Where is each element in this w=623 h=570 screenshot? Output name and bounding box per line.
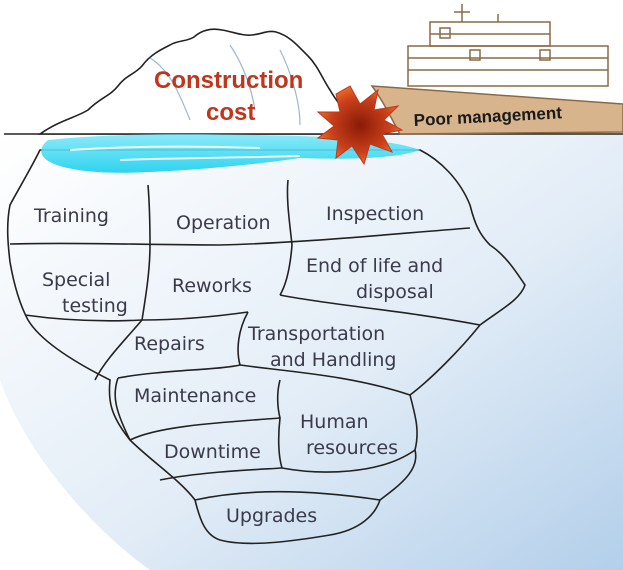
- cell-divider-6: [94, 319, 143, 381]
- ship: Poor management: [370, 4, 623, 135]
- surface-glow-highlight: [69, 145, 301, 161]
- label-downtime: Downtime: [164, 441, 261, 463]
- cell-divider-10: [129, 417, 283, 469]
- label-transportation-1: Transportation: [247, 323, 385, 345]
- cell-divider-1: [9, 227, 471, 246]
- label-end-of-life-1: End of life and: [306, 255, 443, 277]
- tip-title-line2: cost: [206, 99, 255, 126]
- label-human-resources-2: resources: [306, 437, 398, 459]
- tip-title-line1: Construction: [154, 67, 303, 94]
- label-end-of-life-2: disposal: [356, 281, 434, 303]
- iceberg-body-outline: [6, 149, 526, 545]
- label-repairs: Repairs: [134, 333, 205, 355]
- cell-divider-12: [281, 449, 416, 473]
- iceberg-tip-shading: [149, 44, 301, 126]
- label-special-testing-1: Special: [42, 269, 110, 291]
- label-training: Training: [33, 205, 109, 227]
- label-maintenance: Maintenance: [134, 385, 256, 407]
- cell-divider-14: [194, 490, 381, 501]
- label-inspection: Inspection: [326, 203, 424, 225]
- surface-glow: [41, 134, 420, 173]
- cell-divider-2: [141, 184, 151, 321]
- label-operation: Operation: [176, 212, 271, 234]
- cell-divider-8: [239, 364, 411, 396]
- cell-divider-5: [279, 294, 481, 326]
- label-upgrades: Upgrades: [226, 505, 317, 527]
- cell-divider-11: [276, 379, 281, 419]
- label-transportation-2: and Handling: [270, 349, 396, 371]
- cell-divider-3: [279, 179, 293, 296]
- explosion-icon: [316, 85, 404, 166]
- cell-divider-7: [117, 311, 249, 379]
- iceberg-tip: [37, 28, 364, 135]
- ship-superstructure: [407, 4, 609, 87]
- label-reworks: Reworks: [172, 275, 252, 297]
- cell-divider-9: [114, 377, 131, 441]
- label-special-testing-2: testing: [62, 295, 128, 317]
- cell-divider-13: [159, 467, 283, 481]
- label-human-resources-1: Human: [300, 411, 369, 433]
